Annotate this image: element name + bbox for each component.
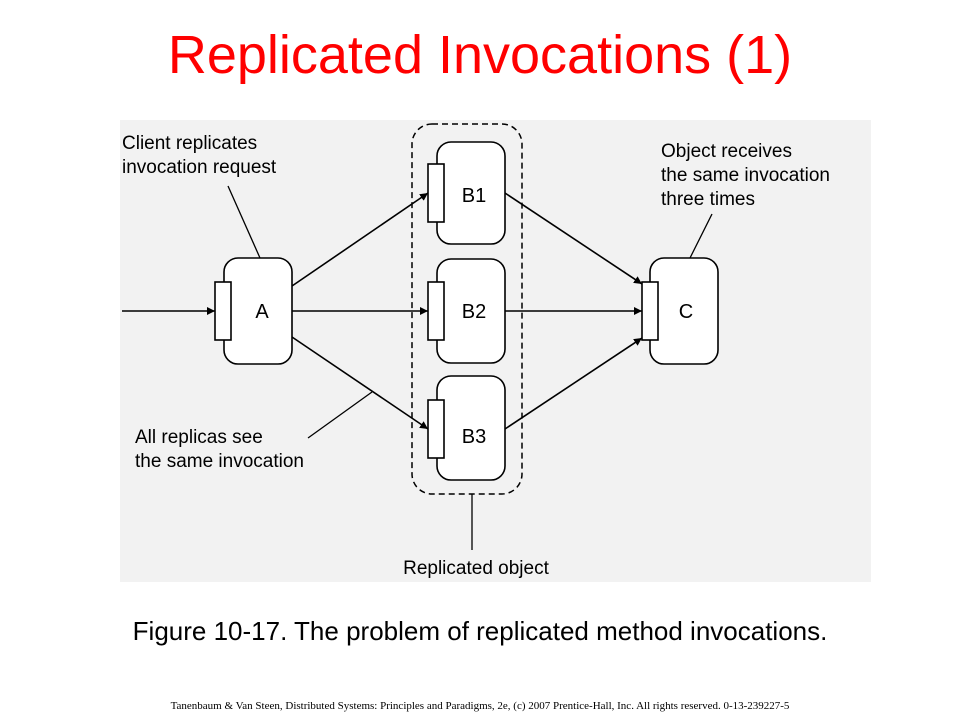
object-c: C [641,257,719,365]
replicated-object-group [411,123,523,495]
replicas-callout-leader [307,391,373,439]
figure-panel: A B1 B2 B3 C [120,120,871,582]
object-b3-label: B3 [462,426,486,448]
interface-stub-b2 [427,281,445,341]
object-b2: B2 [427,258,506,364]
replication-diagram: A B1 B2 B3 C [122,123,835,579]
interface-stub-b1 [427,163,445,223]
object-a-label: A [255,301,269,323]
copyright-footer: Tanenbaum & Van Steen, Distributed Syste… [170,700,790,712]
figure-caption: Figure 10-17. The problem of replicated … [132,616,828,646]
arrow-b1-to-c [504,192,643,285]
object-b2-label: B2 [462,301,486,323]
replicated-object-label: Replicated object [403,558,549,579]
interface-stub-a [214,281,232,341]
interface-stub-b3 [427,399,445,459]
object-callout: Object receives the same invocation thre… [661,141,835,210]
object-c-label: C [679,301,693,323]
replicas-callout: All replicas see the same invocation [135,427,304,472]
interface-stub-c [641,281,659,341]
object-a: A [214,257,293,365]
client-callout: Client replicates invocation request [122,133,277,178]
slide-title: Replicated Invocations (1) [167,25,793,85]
object-callout-leader [689,213,713,259]
arrow-a-to-b1 [291,192,429,287]
object-b3: B3 [427,375,506,481]
arrow-a-to-b3 [291,336,429,430]
object-b1-label: B1 [462,185,486,207]
client-callout-leader [227,185,261,259]
arrow-b3-to-c [504,337,643,430]
object-b1: B1 [427,141,506,245]
